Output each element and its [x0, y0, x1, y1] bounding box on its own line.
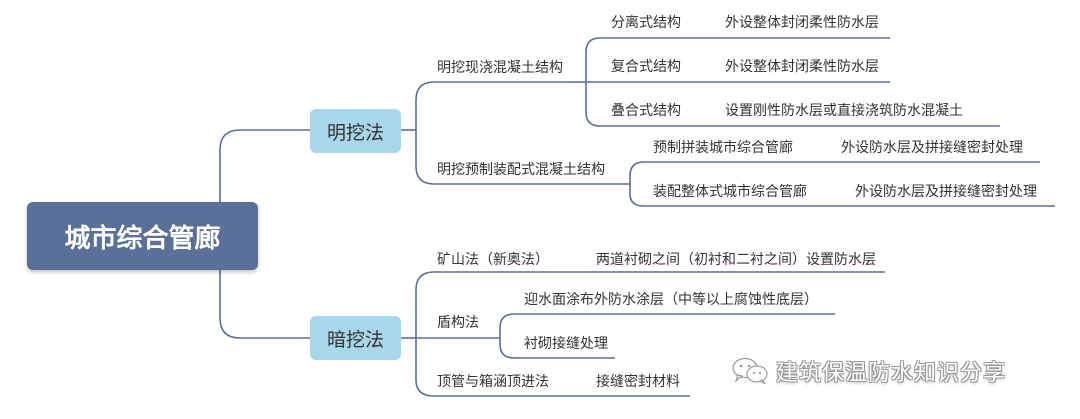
prefab-label: 明挖预制装配式混凝土结构 — [437, 162, 605, 178]
waterproof-method-label: 外设整体封闭柔性防水层 — [725, 15, 879, 31]
watermark: 建筑保温防水知识分享 — [730, 355, 1006, 387]
mining-method-label: 矿山法（新奥法） — [437, 252, 549, 268]
underground-node: 暗挖法 — [310, 316, 401, 360]
structure-type-label: 装配整体式城市综合管廊 — [653, 184, 807, 200]
structure-type-label: 预制拼装城市综合管廊 — [653, 140, 793, 156]
waterproof-method-label: 外设整体封闭柔性防水层 — [725, 59, 879, 75]
waterproof-method-label: 接缝密封材料 — [596, 374, 680, 390]
root-node: 城市综合管廊 — [27, 202, 258, 270]
cast-in-place-label: 明挖现浇混凝土结构 — [437, 60, 563, 76]
waterproof-method-label: 两道衬砌之间（初衬和二衬之间）设置防水层 — [596, 252, 876, 268]
wechat-icon — [732, 357, 768, 385]
waterproof-method-label: 迎水面涂布外防水涂层（中等以上腐蚀性底层） — [524, 292, 818, 308]
waterproof-method-label: 衬砌接缝处理 — [524, 336, 608, 352]
waterproof-method-label: 外设防水层及拼接缝密封处理 — [841, 140, 1023, 156]
watermark-text: 建筑保温防水知识分享 — [776, 361, 1007, 386]
structure-type-label: 叠合式结构 — [611, 103, 681, 119]
structure-type-label: 分离式结构 — [611, 15, 681, 31]
jacking-method-label: 顶管与箱涵顶进法 — [437, 374, 549, 390]
shield-method-label: 盾构法 — [437, 315, 479, 331]
open-cut-node: 明挖法 — [310, 109, 401, 153]
waterproof-method-label: 外设防水层及拼接缝密封处理 — [855, 184, 1037, 200]
waterproof-method-label: 设置刚性防水层或直接浇筑防水混凝土 — [725, 103, 963, 119]
structure-type-label: 复合式结构 — [611, 59, 681, 75]
